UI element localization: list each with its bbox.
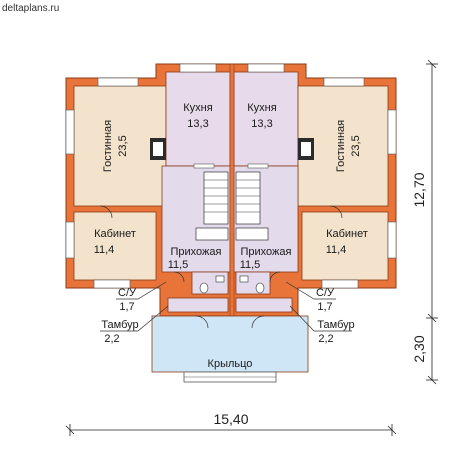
toilet-icon bbox=[255, 282, 265, 294]
study-right-floor bbox=[301, 211, 389, 281]
dimension-width: 15,40 bbox=[213, 411, 248, 427]
wc-right-name: С/У bbox=[316, 287, 335, 299]
window-icon bbox=[193, 163, 215, 169]
window-icon bbox=[387, 109, 397, 155]
living-right-name: Гостинная bbox=[335, 120, 347, 172]
kitchen-right-floor bbox=[233, 71, 299, 167]
porch-name: Крыльцо bbox=[208, 358, 253, 370]
window-icon bbox=[321, 279, 359, 289]
toilet-icon bbox=[199, 282, 209, 294]
windows bbox=[65, 63, 397, 289]
window-icon bbox=[97, 77, 139, 87]
window-icon bbox=[65, 109, 75, 155]
door-icon bbox=[99, 205, 113, 219]
door-icon bbox=[173, 271, 185, 283]
stair-down-right bbox=[235, 227, 269, 241]
study-left-floor bbox=[73, 211, 157, 281]
living-left-area: 23,5 bbox=[117, 135, 129, 156]
kitchen-right-name: Кухня bbox=[247, 102, 276, 114]
window-icon bbox=[247, 63, 285, 73]
hall-left-name: Прихожая bbox=[171, 246, 222, 258]
wc-left-floor bbox=[191, 271, 229, 295]
hall-left-area: 11,5 bbox=[168, 259, 189, 271]
dimension-depth-house: 12,70 bbox=[411, 172, 427, 207]
window-icon bbox=[65, 221, 75, 259]
vestibule-left-name: Тамбур bbox=[101, 319, 138, 331]
kitchen-right-area: 13,3 bbox=[251, 118, 272, 130]
kitchen-left-name: Кухня bbox=[183, 102, 212, 114]
window-icon bbox=[247, 163, 269, 169]
wc-left-name: С/У bbox=[118, 287, 137, 299]
vestibule-left-area: 2,2 bbox=[104, 333, 119, 345]
leader-lines bbox=[100, 281, 352, 332]
site-watermark: deltaplans.ru bbox=[2, 3, 59, 14]
fireplace-icon bbox=[150, 138, 314, 160]
study-right-area: 11,4 bbox=[326, 244, 347, 256]
dimension-depth-porch: 2,30 bbox=[411, 335, 427, 362]
kitchen-left-area: 13,3 bbox=[187, 118, 208, 130]
door-icon bbox=[329, 205, 343, 219]
vestibule-right-area: 2,2 bbox=[318, 333, 333, 345]
vestibule-right-name: Тамбур bbox=[317, 319, 354, 331]
room-labels: Кухня 13,3 Кухня 13,3 Гостинная 23,5 Гос… bbox=[94, 102, 368, 370]
porch-floor bbox=[151, 315, 309, 373]
door-icon bbox=[195, 315, 209, 329]
hall-right-name: Прихожая bbox=[241, 246, 292, 258]
wc-left-area: 1,7 bbox=[119, 301, 134, 313]
wc-right-floor bbox=[235, 271, 271, 295]
sink-icon bbox=[215, 275, 225, 283]
stair-right bbox=[235, 171, 261, 225]
living-left-name: Гостинная bbox=[102, 120, 114, 172]
staircase bbox=[195, 171, 269, 241]
vestibule-left-floor bbox=[167, 297, 229, 313]
dimensions bbox=[65, 59, 438, 436]
door-icon bbox=[251, 315, 265, 329]
window-icon bbox=[179, 63, 217, 73]
vestibule-right-floor bbox=[235, 297, 293, 313]
study-right-name: Кабинет bbox=[326, 228, 368, 240]
stair-left bbox=[203, 171, 229, 225]
study-left-area: 11,4 bbox=[94, 244, 115, 256]
porch bbox=[151, 315, 309, 383]
study-left-name: Кабинет bbox=[94, 228, 136, 240]
sink-icon bbox=[239, 275, 249, 283]
hall-right-area: 11,5 bbox=[240, 259, 261, 271]
window-icon bbox=[93, 279, 131, 289]
wc-right-area: 1,7 bbox=[317, 301, 332, 313]
doors bbox=[99, 205, 343, 329]
window-icon bbox=[387, 221, 397, 259]
living-right-area: 23,5 bbox=[350, 135, 362, 156]
sanitary-fixtures bbox=[199, 275, 265, 294]
party-wall bbox=[229, 63, 235, 317]
stair-down-left bbox=[195, 227, 229, 241]
window-icon bbox=[323, 77, 365, 87]
door-icon bbox=[269, 271, 281, 283]
